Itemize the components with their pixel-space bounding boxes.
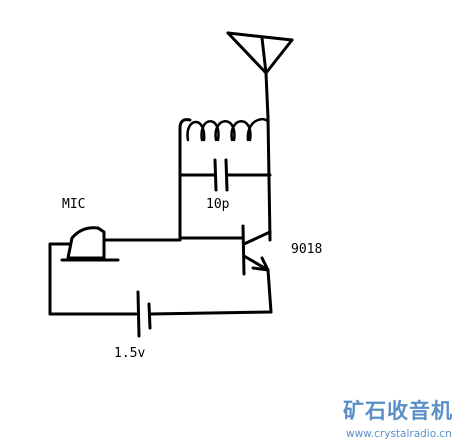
watermark-chinese-text: 矿石收音机 — [343, 399, 453, 423]
mic-label: MIC — [62, 197, 85, 212]
battery-voltage-label: 1.5v — [114, 346, 145, 361]
antenna-symbol — [226, 31, 294, 120]
transistor-model-label: 9018 — [291, 242, 322, 257]
capacitor-value-label: 10p — [206, 197, 230, 212]
site-watermark: 矿石收音机 www.crystalradio.cn — [343, 399, 453, 440]
watermark-url-text: www.crystalradio.cn — [346, 428, 452, 440]
battery-1-5v — [48, 290, 273, 338]
transistor-9018 — [178, 224, 273, 314]
capacitor-10p — [178, 158, 272, 192]
microphone-symbol — [48, 226, 182, 316]
inductor-coil — [178, 116, 272, 242]
